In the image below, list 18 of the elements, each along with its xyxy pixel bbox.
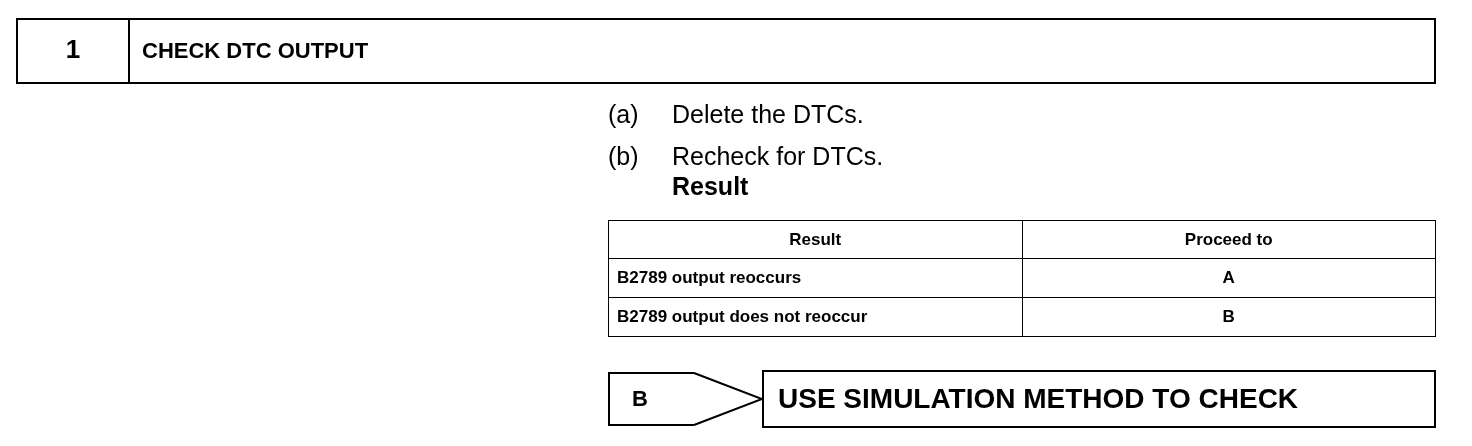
header-cell: Proceed to	[1022, 220, 1436, 259]
instruction-text: Recheck for DTCs.	[672, 142, 884, 171]
header-cell: Result	[608, 220, 1022, 259]
step-title: CHECK DTC OUTPUT	[142, 38, 369, 64]
table-cell: B2789 output reoccurs	[608, 258, 1022, 298]
table-cell: A	[1022, 258, 1436, 298]
action-text: USE SIMULATION METHOD TO CHECK	[778, 383, 1299, 415]
step-marker: (a)	[608, 100, 639, 129]
result-letter: B	[632, 386, 648, 412]
instruction-text: Delete the DTCs.	[672, 100, 864, 129]
next-step-box	[762, 370, 1436, 428]
result-box	[608, 372, 694, 426]
step-number: 1	[64, 34, 82, 65]
result-heading: Result	[672, 172, 749, 201]
table-cell: B	[1022, 297, 1436, 337]
table-cell: B2789 output does not reoccur	[608, 297, 1022, 337]
step-header-box	[16, 18, 1436, 84]
step-marker: (b)	[608, 142, 639, 171]
